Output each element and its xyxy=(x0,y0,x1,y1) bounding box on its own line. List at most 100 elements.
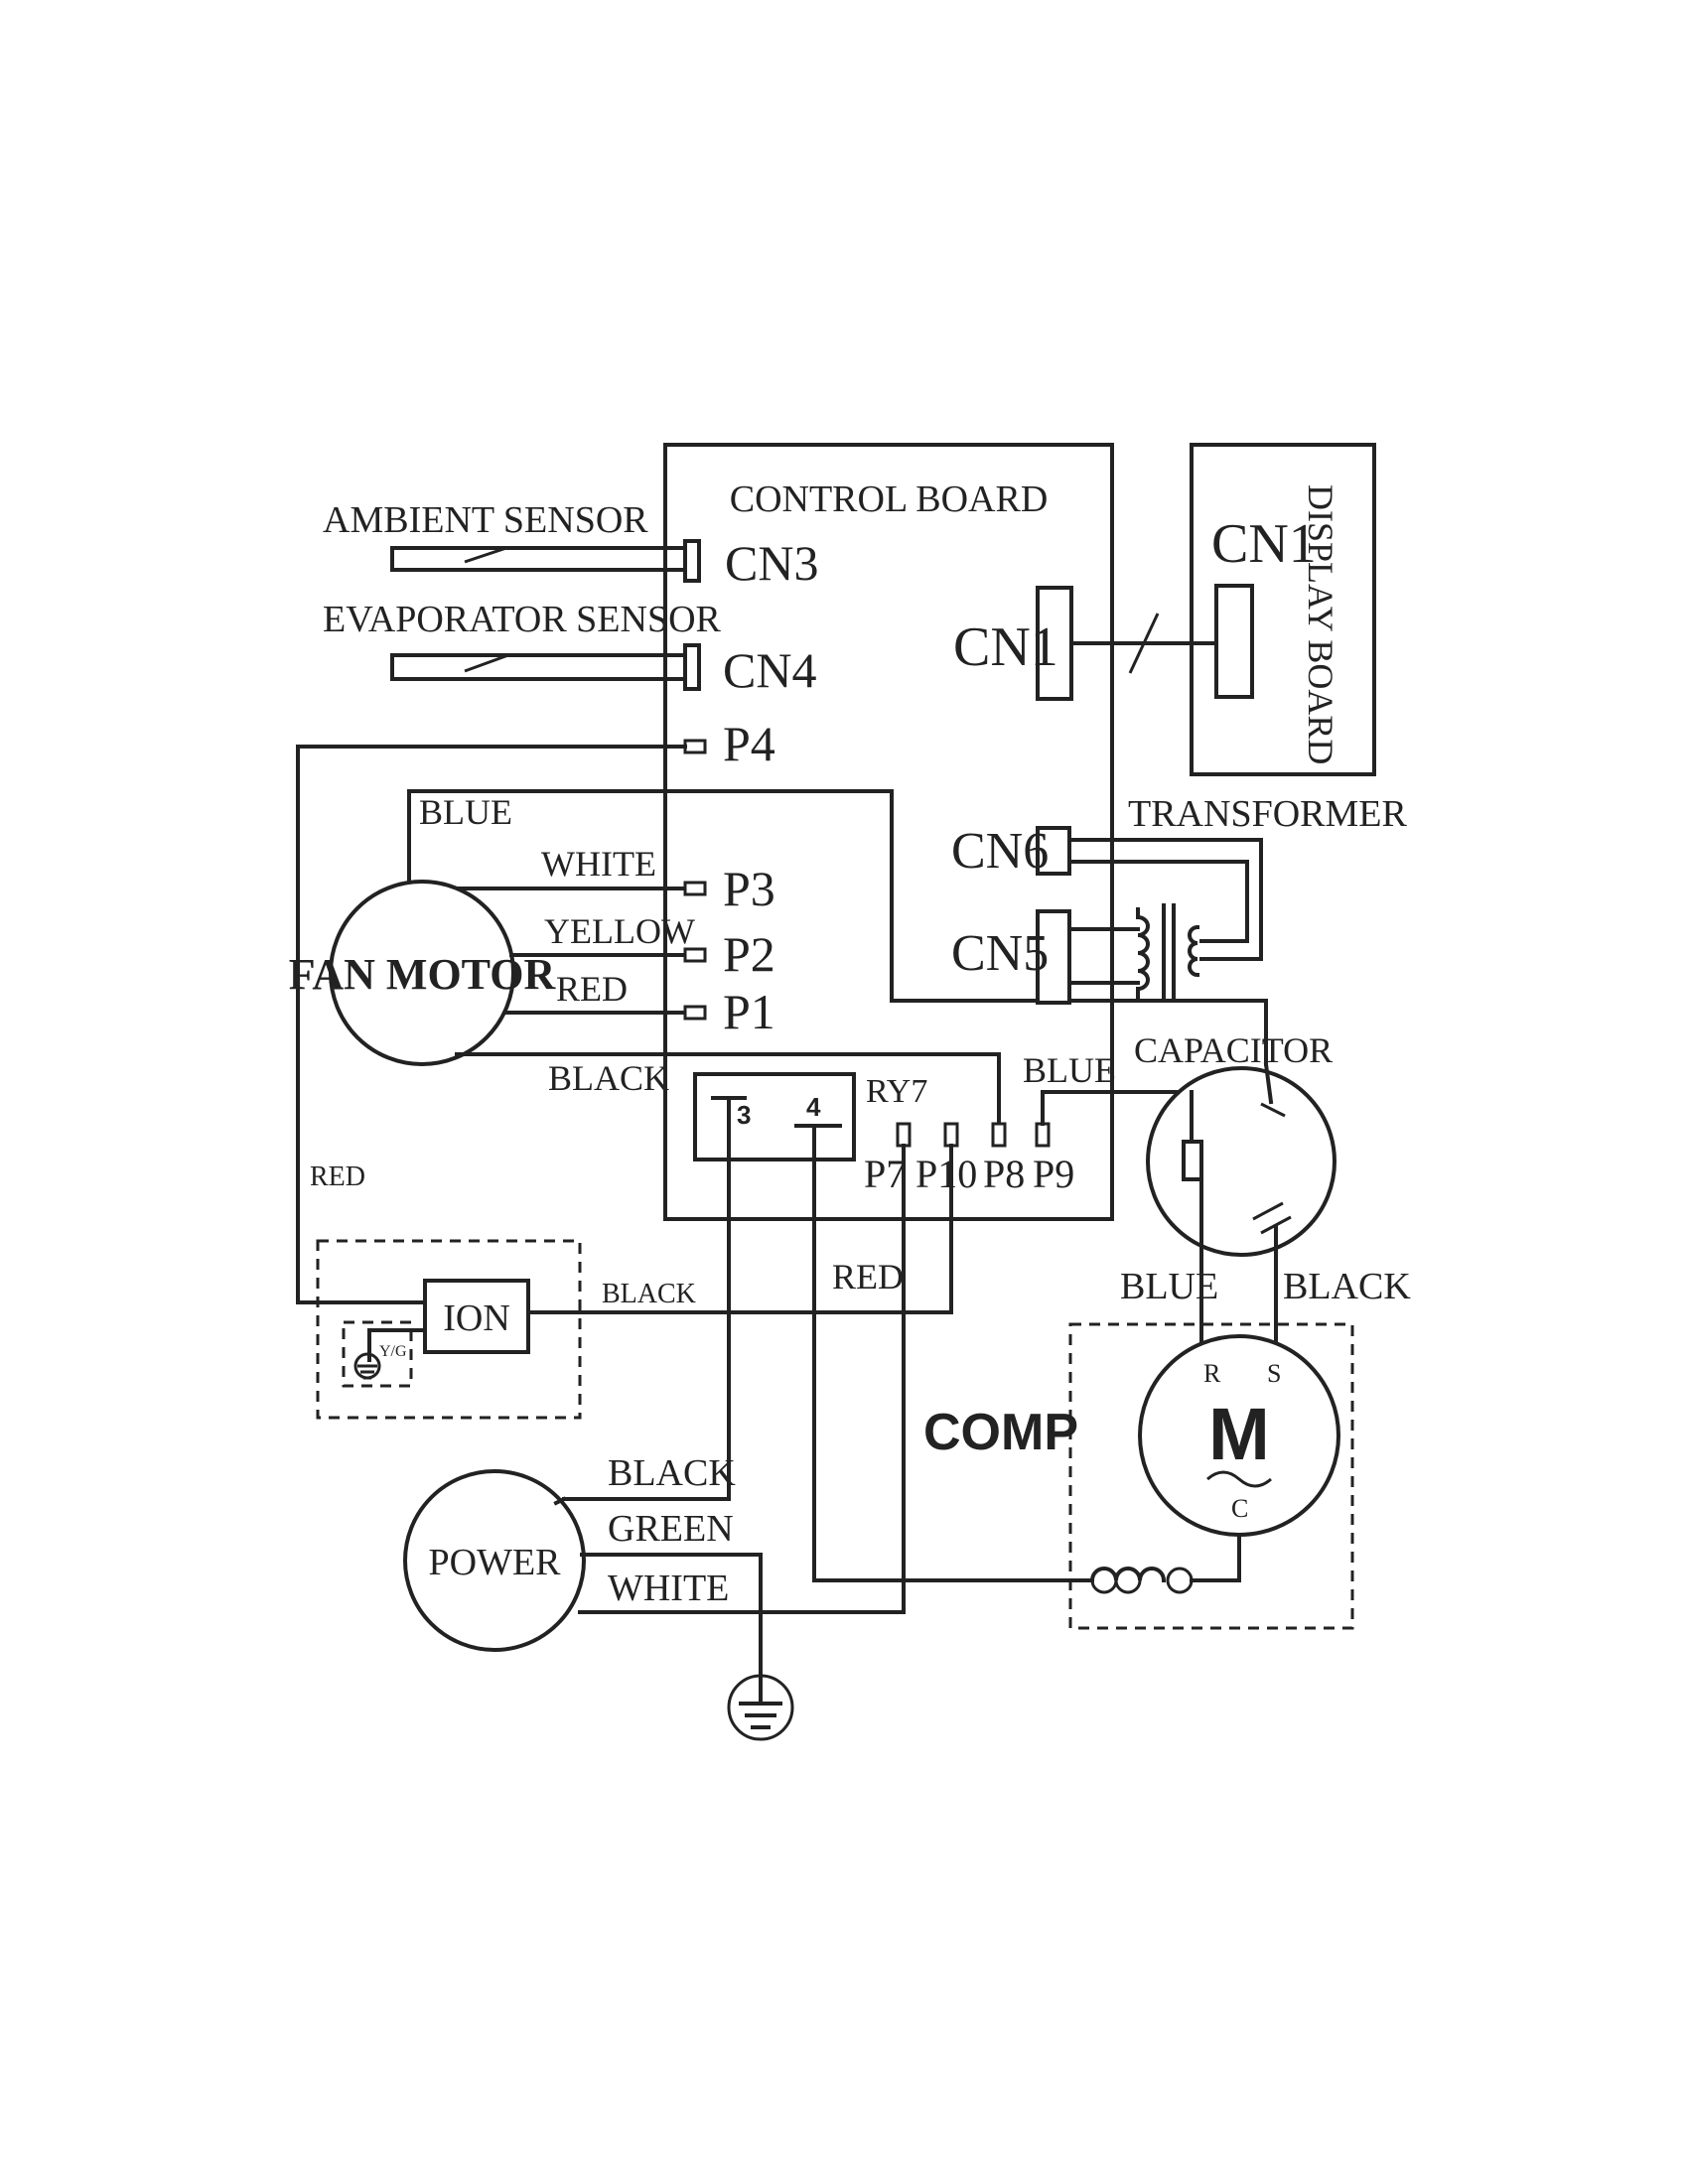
relay-ry7-label: RY7 xyxy=(866,1073,927,1110)
p9-pin xyxy=(1035,1122,1051,1148)
cn3-label: CN3 xyxy=(725,535,818,591)
fan-motor xyxy=(329,880,515,1066)
ion-ground-wire xyxy=(367,1328,427,1362)
p8-label: P8 xyxy=(983,1152,1025,1196)
compressor-terminal-r: R xyxy=(1203,1359,1221,1388)
ion-red-wire-label: RED xyxy=(310,1161,365,1192)
transformer-secondary-coil xyxy=(1188,924,1200,978)
fan-yellow-wire-label: YELLOW xyxy=(544,911,695,951)
ion-ground-box xyxy=(342,1320,413,1388)
p8-pin xyxy=(991,1122,1007,1148)
fan-motor-label: FAN MOTOR xyxy=(289,950,557,999)
transformer-label: TRANSFORMER xyxy=(1128,793,1407,835)
transformer-core xyxy=(1162,903,1176,1003)
relay-contact-4-label: 4 xyxy=(806,1092,821,1122)
ion-ground-tag: Y/G xyxy=(379,1343,407,1360)
p4-pin xyxy=(683,739,707,754)
p2-label: P2 xyxy=(723,926,775,982)
overload-coil-2 xyxy=(1114,1567,1142,1594)
fan-motor-blue-wire xyxy=(407,789,1268,1066)
power-supply xyxy=(403,1469,586,1652)
cn6-secondary-wire-b xyxy=(1067,860,1249,943)
compressor-terminal-s: S xyxy=(1267,1359,1281,1388)
ambient-sensor-label: AMBIENT SENSOR xyxy=(323,499,648,541)
p10-pin xyxy=(943,1122,959,1148)
ion-label: ION xyxy=(443,1297,510,1339)
capacitor-blue-wire-label: BLUE xyxy=(1120,1266,1218,1307)
relay-to-overload-wire xyxy=(812,1124,1094,1582)
ion-module xyxy=(423,1279,530,1354)
ion-enclosure xyxy=(316,1239,582,1420)
p7-label: P7 xyxy=(864,1152,906,1196)
compressor-enclosure xyxy=(1068,1322,1354,1630)
ion-black-wire-label: BLACK xyxy=(602,1279,696,1309)
p4-label: P4 xyxy=(723,716,775,771)
p7-pin xyxy=(896,1122,912,1148)
capacitor-fan-blue-in xyxy=(1263,1061,1274,1105)
power-label: POWER xyxy=(429,1542,562,1583)
control-board-cn1-connector xyxy=(1036,586,1073,701)
power-green-wire xyxy=(580,1553,763,1692)
p10-label: P10 xyxy=(915,1152,977,1196)
fan-red-wire-label: RED xyxy=(556,969,628,1009)
p3-label: P3 xyxy=(723,861,775,916)
transformer-symbol xyxy=(1135,903,1200,1003)
ambient-sensor-wire xyxy=(390,546,687,572)
capacitor-blue-top-wire-label: BLUE xyxy=(1023,1050,1116,1090)
power-white-wire-label: WHITE xyxy=(608,1568,729,1609)
capacitor-terminal-left xyxy=(1182,1140,1203,1181)
compressor-label: COMP xyxy=(923,1404,1078,1461)
fan-motor-black-wire xyxy=(455,1052,1001,1136)
p10-red-wire-label: RED xyxy=(832,1257,904,1297)
p1-pin xyxy=(683,1005,707,1021)
power-green-wire-label: GREEN xyxy=(608,1508,734,1550)
control-board-title: CONTROL BOARD xyxy=(730,478,1049,520)
cn4-label: CN4 xyxy=(723,642,816,698)
power-black-wire-label: BLACK xyxy=(608,1452,736,1494)
power-white-wire xyxy=(578,1144,906,1614)
compressor-terminal-c: C xyxy=(1231,1494,1248,1523)
display-board-label: DISPLAY BOARD xyxy=(1301,484,1340,764)
relay-contact-3-label: 3 xyxy=(737,1100,751,1130)
ambient-sensor-thermistor-symbol xyxy=(464,546,507,564)
relay-ry7 xyxy=(693,1072,856,1161)
compressor-ac-symbol xyxy=(1206,1470,1272,1488)
control-board-cn1-label: CN1 xyxy=(953,616,1058,678)
cn6-label: CN6 xyxy=(951,823,1049,880)
p3-pin xyxy=(683,881,707,896)
overload-coil-1 xyxy=(1090,1567,1118,1594)
cable-bus-slash xyxy=(1128,613,1160,674)
cn4-connector xyxy=(683,643,701,691)
ion-red-wire xyxy=(526,1144,953,1314)
power-black-lead xyxy=(553,1496,567,1506)
p1-label: P1 xyxy=(723,984,775,1039)
transformer-primary-coil xyxy=(1135,914,1150,992)
display-board-cn1-connector xyxy=(1214,584,1254,699)
p4-red-wire xyxy=(296,745,687,1304)
cn6-secondary-wire-a xyxy=(1067,838,1263,961)
fan-black-wire-label: BLACK xyxy=(548,1058,669,1098)
cn3-connector xyxy=(683,539,701,583)
capacitor xyxy=(1146,1066,1336,1257)
capacitor-black-wire-label: BLACK xyxy=(1283,1266,1411,1307)
p9-label: P9 xyxy=(1033,1152,1074,1196)
p2-pin xyxy=(683,947,707,963)
earth-ground-lines-icon xyxy=(739,1686,782,1729)
evaporator-sensor-thermistor-symbol xyxy=(464,653,509,673)
compressor-c-wire xyxy=(1190,1533,1241,1582)
ion-ground-lines-icon xyxy=(357,1364,377,1380)
p9-blue-wire xyxy=(1041,1090,1194,1126)
overload-coil-3 xyxy=(1166,1567,1194,1594)
power-black-wire xyxy=(562,1096,731,1501)
cn5-connector xyxy=(1036,909,1071,1005)
fan-white-wire-label: WHITE xyxy=(541,844,656,884)
capacitor-top-plate xyxy=(1260,1102,1286,1118)
display-board-cn1-label: CN1 xyxy=(1211,513,1317,575)
earth-ground-icon xyxy=(727,1674,794,1741)
evaporator-sensor-wire xyxy=(390,653,687,681)
compressor-motor-symbol: M xyxy=(1208,1393,1270,1475)
overload-protector xyxy=(1089,1567,1167,1583)
capacitor-label: CAPACITOR xyxy=(1134,1030,1333,1070)
